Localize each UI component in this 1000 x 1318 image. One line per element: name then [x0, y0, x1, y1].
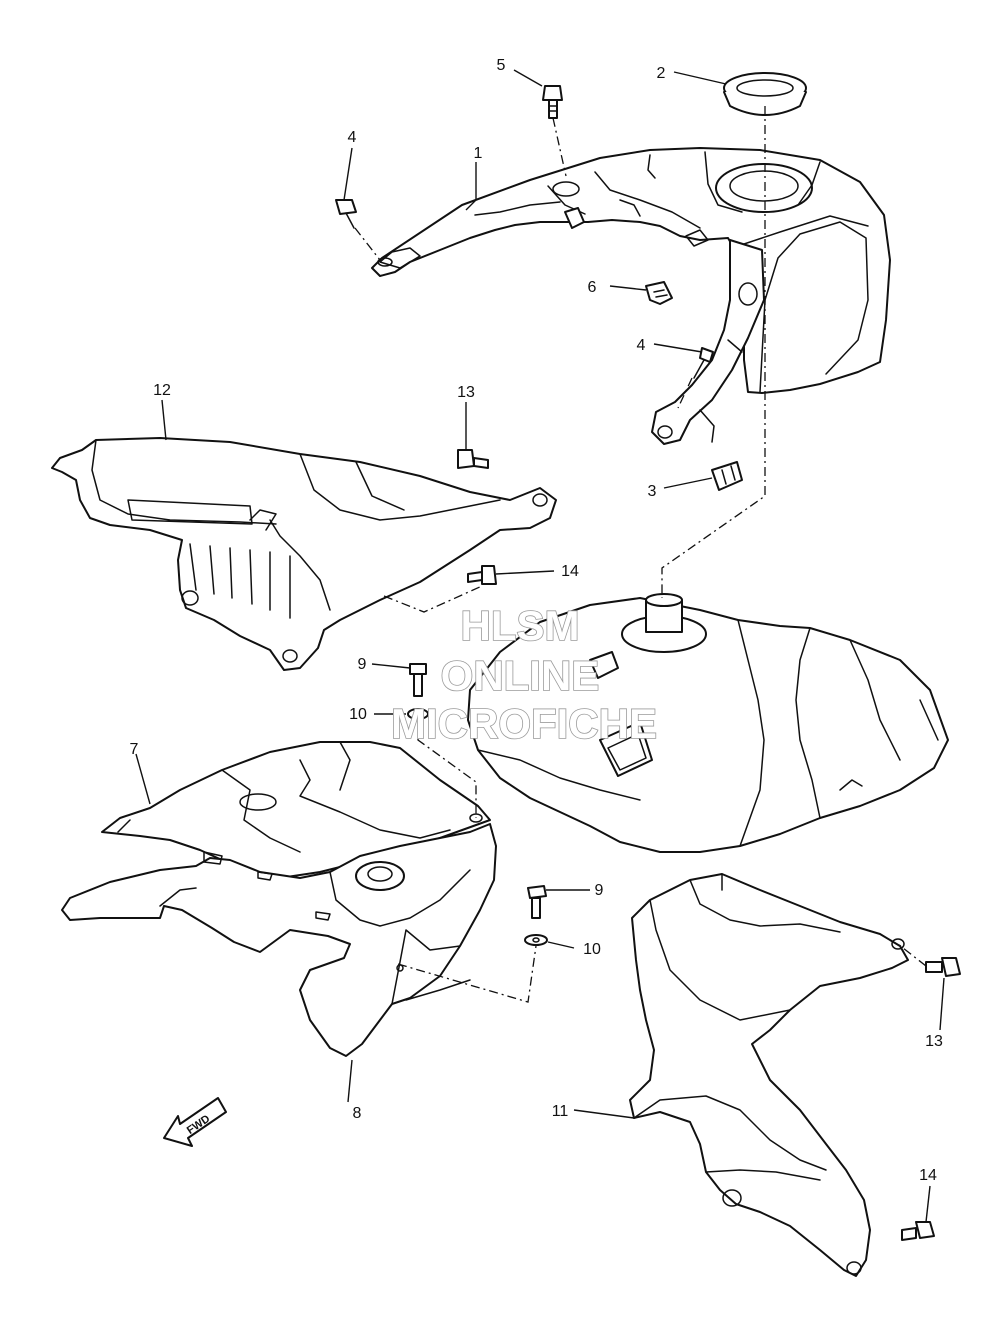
callout-9-right: 9	[595, 882, 604, 899]
part-11-side-cover	[629, 873, 909, 1277]
callout-2: 2	[657, 65, 666, 82]
callout-10-right: 10	[583, 941, 601, 958]
fwd-direction-arrow: FWD	[163, 1097, 227, 1147]
part-14-bolt-lower	[901, 1221, 935, 1241]
watermark-line-2: ONLINE	[441, 652, 600, 699]
part-3-clip	[711, 461, 743, 491]
callout-13-lower: 13	[925, 1033, 943, 1050]
part-14-bolt-middle	[467, 565, 497, 585]
callout-5: 5	[497, 57, 506, 74]
part-10-washer-right	[524, 934, 548, 946]
callouts: 1 2 3 4 4 5 6 7 8 9 9 10 10 11 12 13 13 …	[130, 57, 943, 1184]
callout-8: 8	[353, 1105, 362, 1122]
part-9-bolt-left	[409, 663, 427, 697]
callout-14-lower: 14	[919, 1167, 937, 1184]
callout-14-middle: 14	[561, 563, 579, 580]
part-6-clip	[645, 281, 673, 305]
callout-7: 7	[130, 741, 139, 758]
callout-10-left: 10	[349, 706, 367, 723]
part-13-bolt-lower	[925, 957, 961, 977]
watermark-line-3: MICROFICHE	[391, 700, 657, 747]
part-1-tank-cover	[371, 147, 891, 445]
part-13-bolt-upper	[457, 449, 489, 469]
callout-11: 11	[552, 1103, 569, 1120]
callout-13-upper: 13	[457, 384, 475, 401]
callout-9-left: 9	[358, 656, 367, 673]
callout-3: 3	[648, 483, 657, 500]
part-5-bolt	[542, 85, 563, 119]
callout-4-right: 4	[637, 337, 646, 354]
part-7-side-panel	[101, 741, 491, 879]
callout-12: 12	[153, 382, 171, 399]
watermark: HLSM ONLINE MICROFICHE	[390, 601, 658, 748]
callout-6: 6	[588, 279, 597, 296]
callout-4-upper: 4	[348, 129, 357, 146]
leader-lines	[135, 69, 945, 1223]
watermark-line-1: HLSM	[461, 602, 580, 649]
callout-1: 1	[474, 145, 483, 162]
part-12-side-cover	[51, 437, 557, 671]
part-8-lower-panel	[61, 823, 497, 1057]
part-4-bolt-right	[693, 347, 714, 379]
part-9-bolt-right	[527, 885, 547, 919]
part-10-washer-left	[407, 708, 429, 720]
part-2-cap-ring	[723, 72, 807, 116]
part-4-bolt-upper	[335, 199, 357, 229]
fuel-tank	[467, 593, 949, 853]
assembly-lines	[354, 106, 927, 1003]
